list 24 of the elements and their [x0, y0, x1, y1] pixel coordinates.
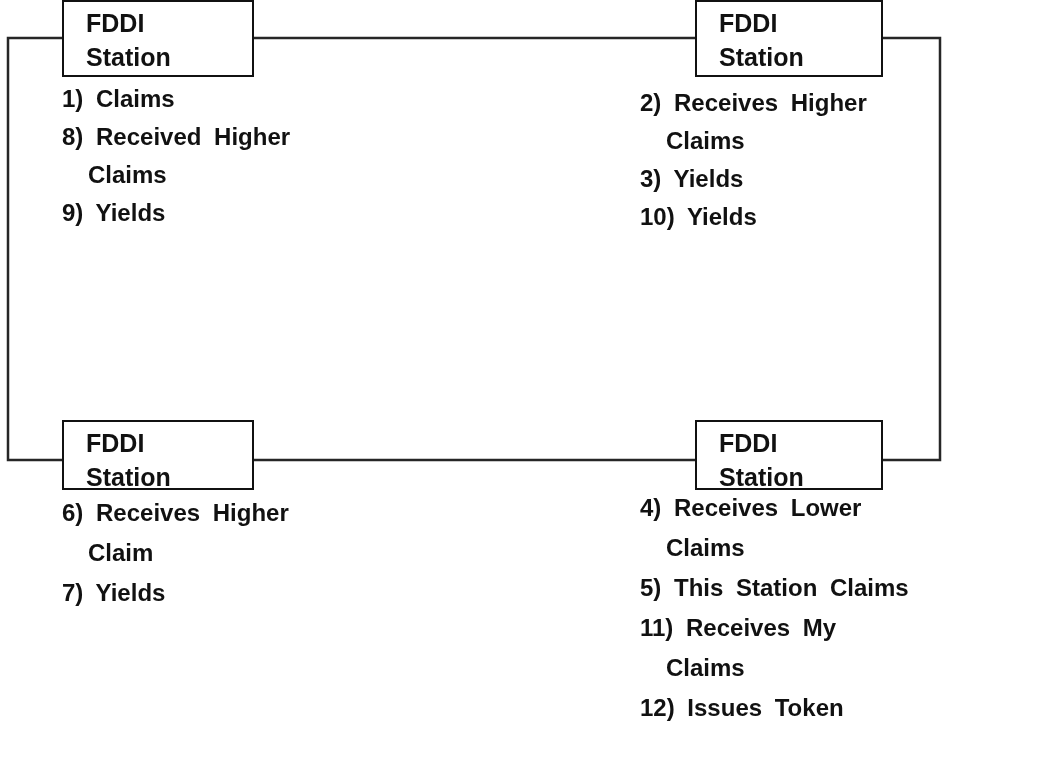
- station-label: FDDI Station: [719, 428, 805, 493]
- ring-line: [254, 36, 695, 40]
- step-note: 6) Receives Higher Claim: [62, 498, 290, 568]
- step-note: 12) Issues Token: [640, 693, 845, 723]
- step-note: 11) Receives My Claims: [640, 613, 838, 683]
- ring-line: [883, 36, 942, 462]
- station-label: FDDI Station: [719, 8, 805, 73]
- station-label: FDDI Station: [86, 8, 172, 73]
- step-note: 1) Claims: [62, 84, 176, 114]
- step-note: 2) Receives Higher Claims: [640, 88, 868, 156]
- ring-line: [6, 36, 62, 462]
- step-note: 8) Received Higher Claims: [62, 122, 292, 190]
- step-note: 4) Receives Lower Claims: [640, 493, 863, 563]
- station-box: [695, 0, 883, 77]
- step-note: 9) Yields: [62, 198, 167, 228]
- step-note: 7) Yields: [62, 578, 167, 608]
- step-note: 10) Yields: [640, 202, 758, 232]
- station-box: [62, 0, 254, 77]
- station-box: [62, 420, 254, 490]
- station-box: [695, 420, 883, 490]
- step-note: 3) Yields: [640, 164, 745, 194]
- station-label: FDDI Station: [86, 428, 172, 493]
- ring-line: [254, 458, 695, 462]
- step-note: 5) This Station Claims: [640, 573, 910, 603]
